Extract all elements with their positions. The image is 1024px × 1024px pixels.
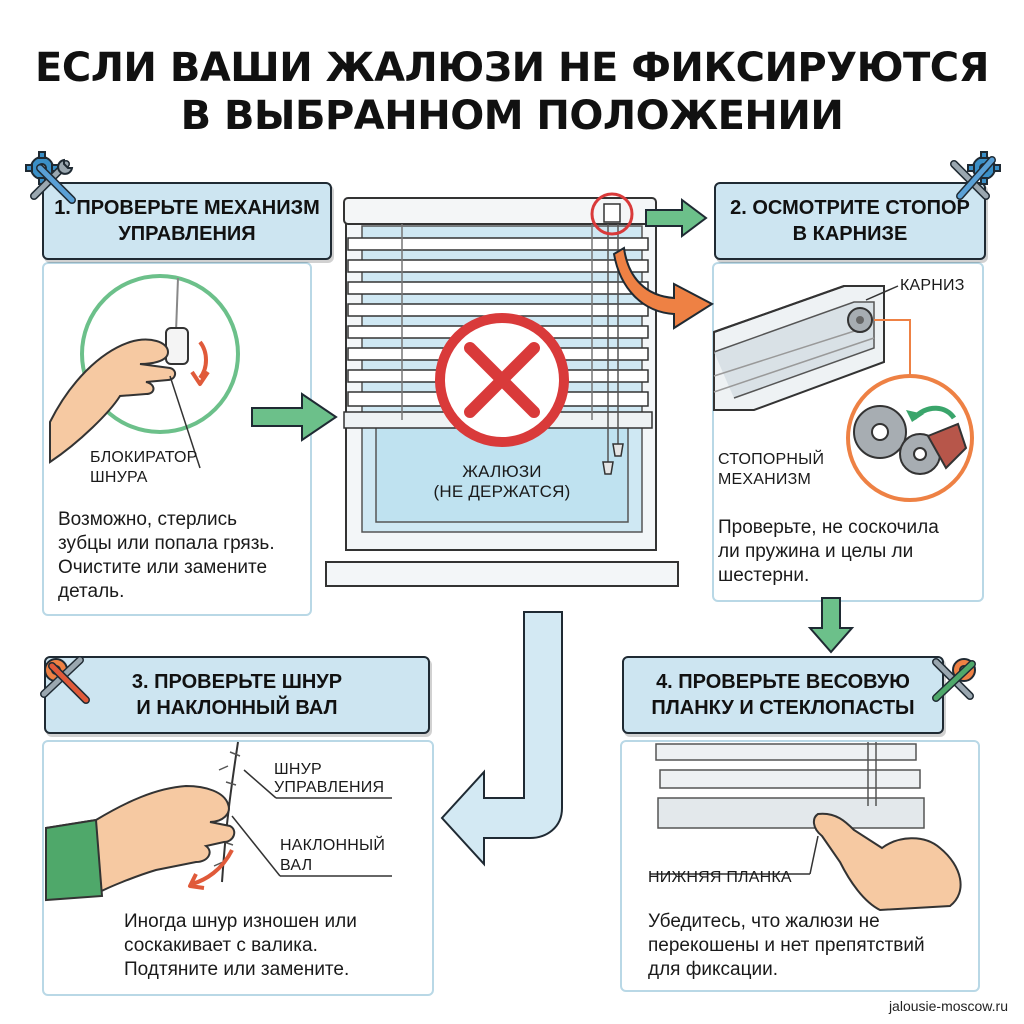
step4-header-line-1: 4. ПРОВЕРЬТЕ ВЕСОВУЮ: [656, 671, 910, 693]
arrow-l-blue: [440, 611, 563, 867]
stopper-label-line-1: СТОПОРНЫЙ: [718, 451, 825, 468]
cord-label-line-2: УПРАВЛЕНИЯ: [274, 779, 385, 796]
step1-header-line-1: 1. ПРОВЕРЬТЕ МЕХАНИЗМ: [54, 197, 320, 219]
stopper-label-line-2: МЕХАНИЗМ: [718, 471, 811, 488]
step1-text: Возможно, стерлись зубцы или попала гряз…: [58, 509, 275, 602]
cord-label-line-1: ШНУР: [274, 761, 322, 778]
step3-header-line-1: 3. ПРОВЕРЬТЕ ШНУР: [131, 671, 343, 693]
step4-header: 4. ПРОВЕРЬТЕ ВЕСОВУЮ ПЛАНКУ И СТЕКЛОПАСТ…: [622, 656, 944, 734]
arrow-curved-orange: [612, 246, 714, 330]
step3-header: 3. ПРОВЕРЬТЕ ШНУР И НАКЛОННЫЙ ВАЛ: [44, 656, 430, 734]
page-title-line-2: В ВЫБРАННОМ ПОЛОЖЕНИИ: [180, 93, 844, 139]
arrow-right-green: [645, 198, 708, 238]
footer-url[interactable]: jalousie-moscow.ru: [888, 998, 1008, 1014]
blinds-caption-line-1: ЖАЛЮЗИ: [462, 462, 542, 481]
step4-header-line-2: ПЛАНКУ И СТЕКЛОПАСТЫ: [651, 697, 915, 719]
step4-text: Убедитесь, что жалюзи не перекошены и не…: [648, 911, 925, 980]
step3-text: Иногда шнур изношен или соскакивает с ва…: [124, 911, 357, 980]
wrench-gear-icon: [25, 151, 76, 204]
blinds-caption-line-2: (НЕ ДЕРЖАТСЯ): [433, 482, 571, 501]
tilt-shaft-label-line-1: НАКЛОННЫЙ: [280, 837, 386, 854]
arrow-right-green: [251, 392, 338, 442]
wrench-screwdriver-icon: [932, 658, 976, 702]
step2-header-line-1: 2. ОСМОТРИТЕ СТОПОР: [730, 197, 970, 219]
step1-header-line-2: УПРАВЛЕНИЯ: [118, 223, 256, 245]
step1-header: 1. ПРОВЕРЬТЕ МЕХАНИЗМ УПРАВЛЕНИЯ: [42, 182, 332, 260]
step2-header-line-2: В КАРНИЗЕ: [792, 223, 908, 245]
step2-text: Проверьте, не соскочила ли пружина и цел…: [718, 517, 939, 586]
tilt-shaft-label-line-2: ВАЛ: [280, 857, 313, 874]
step3-header-line-2: И НАКЛОННЫЙ ВАЛ: [136, 697, 338, 719]
bottom-rail-illustration: [650, 742, 962, 912]
cornice-label: КАРНИЗ: [900, 277, 965, 294]
cord-hand-illustration: [45, 741, 392, 902]
window-blinds-illustration: [325, 192, 679, 587]
wrench-screwdriver-icon: [40, 656, 90, 704]
page-title-line-1: ЕСЛИ ВАШИ ЖАЛЮЗИ НЕ ФИКСИРУЮТСЯ: [35, 45, 989, 91]
step2-header: 2. ОСМОТРИТЕ СТОПОР В КАРНИЗЕ: [714, 182, 986, 260]
arrow-down-green: [807, 597, 855, 654]
cord-lock-label-line-1: БЛОКИРАТОР: [90, 449, 198, 466]
cord-lock-illustration: [49, 274, 240, 469]
wrench-gear-icon: [950, 151, 1001, 200]
cornice-illustration: [713, 285, 974, 502]
bottom-rail-label: НИЖНЯЯ ПЛАНКА: [648, 869, 792, 886]
cord-lock-label-line-2: ШНУРА: [90, 469, 148, 486]
